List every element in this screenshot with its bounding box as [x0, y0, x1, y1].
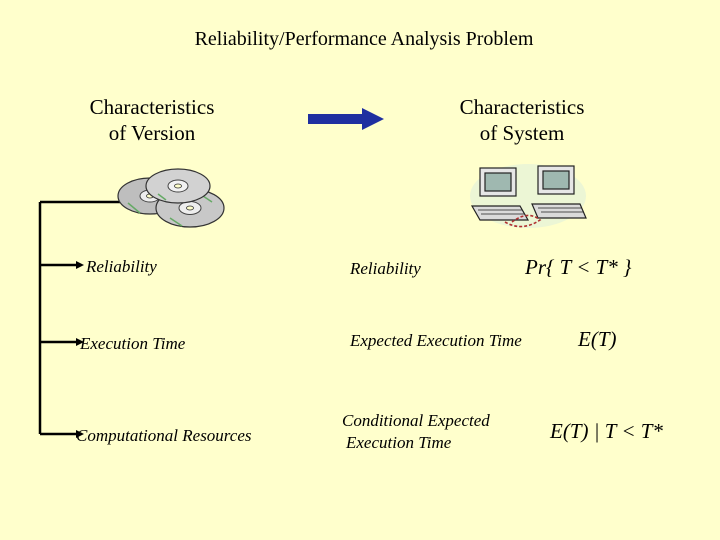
version-item-reliability: Reliability: [86, 257, 157, 277]
cd-discs-icon: [118, 169, 224, 227]
networked-computers-icon: [470, 164, 586, 228]
conditional-label-line1: Conditional Expected: [342, 410, 490, 432]
bracket-connector: [40, 202, 120, 434]
version-to-system-arrow: [308, 108, 384, 130]
system-item-reliability: Reliability: [350, 259, 421, 279]
conditional-time-measure: E(T) | T < T*: [550, 419, 663, 444]
version-item-execution-time: Execution Time: [80, 334, 185, 354]
system-item-expected-execution-time: Expected Execution Time: [350, 331, 522, 351]
reliability-measure: Pr{ T < T* }: [525, 255, 631, 280]
conditional-label-line2: Execution Time: [342, 432, 490, 454]
system-item-conditional-expected-time: Conditional Expected Execution Time: [342, 410, 490, 454]
version-item-computational-resources: Computational Resources: [76, 426, 252, 446]
expected-time-measure: E(T): [578, 327, 617, 352]
